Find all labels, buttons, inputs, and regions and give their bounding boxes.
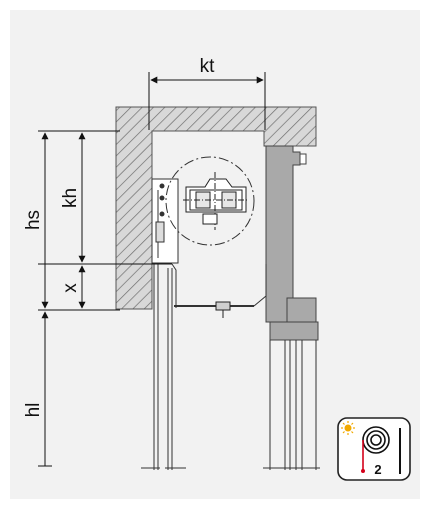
shutter-box [151,178,267,308]
dimension-hl: hl [23,311,52,467]
label-hs: hs [23,210,44,230]
badge-number: 2 [374,462,381,477]
roller-coil-sun-icon: 2 [337,417,411,481]
motor-coupling [183,172,248,230]
window-glazing [263,340,320,470]
dimension-hs: hs [23,132,49,309]
wall-lintel [115,106,317,310]
label-kh: kh [60,188,81,208]
dimension-x: x [60,265,86,309]
bottom-slat [215,301,231,318]
dimension-kh: kh [60,132,86,263]
window-frame-profile [264,145,319,341]
label-x: x [60,283,81,293]
label-hl: hl [23,403,44,418]
dimension-kt: kt [150,56,264,84]
reference-lines [38,72,266,311]
label-kt: kt [200,56,216,77]
roller-tube [165,156,255,246]
sun-icon [341,421,355,435]
left-guide-rail [141,264,186,470]
